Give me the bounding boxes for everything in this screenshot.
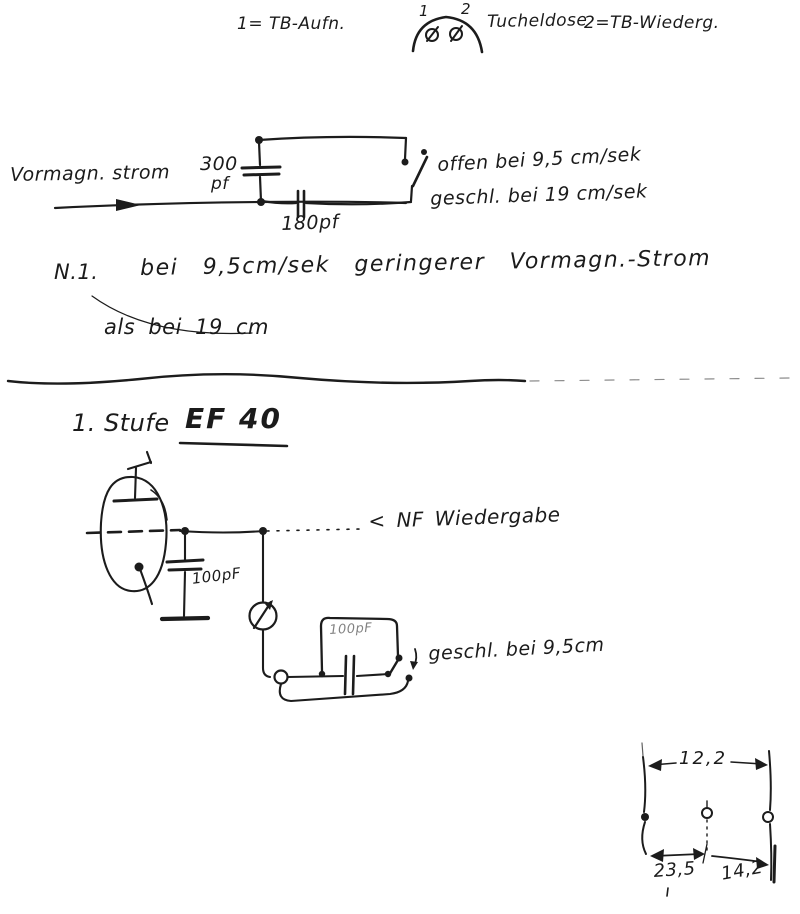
section-divider-line: [6, 373, 791, 385]
tube-type-label: EF 40: [185, 402, 282, 435]
stage-circuit-wires: [159, 527, 418, 703]
legend-item-1: 1= TB-Aufn.: [237, 14, 346, 34]
capacitor-box-symbol: [319, 616, 400, 696]
note-underline-stroke: [91, 295, 253, 335]
dimension-arrow-top: [648, 758, 768, 771]
connector-pin-icon: [449, 25, 463, 42]
bias-circuit-wires: [53, 135, 429, 219]
connector-socket-drawing: [411, 15, 484, 54]
indicator-arrow-circle-symbol: [248, 600, 278, 631]
note-marker: N.1.: [54, 260, 99, 284]
switch-open-symbol: [411, 149, 429, 188]
open-junction-symbol: [273, 669, 289, 685]
connector-pin-icon: [425, 26, 439, 42]
cap1-unit-label: pf: [211, 174, 229, 194]
tube-ef40-symbol: [85, 450, 182, 606]
switch-open-symbol: [387, 654, 413, 682]
dimension-top-label: 12,2: [679, 748, 728, 769]
connector-pin2-label: 2: [461, 0, 472, 18]
capacitor-180pf-symbol: [296, 189, 306, 219]
capacitor-100pf-symbol: [159, 530, 211, 622]
current-arrow-icon: [116, 199, 141, 211]
bias-input-label: Vormagn. strom: [9, 161, 171, 186]
stage-heading-prefix: 1. Stufe: [72, 409, 170, 437]
cap2-value-label: 180pf: [280, 210, 340, 235]
connector-label: Tucheldose: [486, 10, 588, 32]
legend-item-2: 2=TB-Wiederg.: [584, 13, 720, 33]
heading-underline-stroke: [178, 441, 289, 448]
note-line-2: als bei 19 cm: [104, 315, 269, 339]
ground-symbol: [159, 615, 211, 622]
dimension-bottom-left-label: 23,5: [652, 858, 697, 882]
dimension-arrow-bottom: [650, 843, 769, 897]
box-cap-value-label: 100pF: [328, 620, 373, 638]
nf-output-label: < NF Wiedergabe: [367, 502, 561, 533]
dimension-sketch: [641, 742, 777, 897]
cap1-value-label: 300: [200, 153, 238, 175]
connector-pin1-label: 1: [419, 2, 430, 20]
capacitor-300pf-symbol: [240, 165, 282, 177]
close-direction-arrow-icon: [410, 648, 418, 670]
